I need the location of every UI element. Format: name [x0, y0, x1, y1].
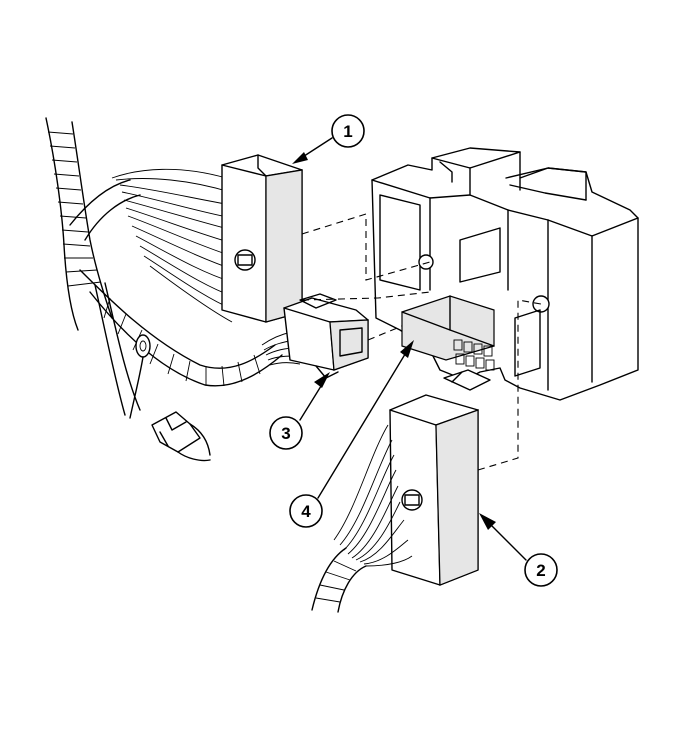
- connector-3: [283, 293, 369, 379]
- callout-1: 1: [331, 114, 365, 148]
- callout-2: 2: [524, 553, 558, 587]
- svg-text:2: 2: [536, 561, 545, 580]
- junction-block: [371, 147, 639, 401]
- svg-text:3: 3: [281, 424, 290, 443]
- callout-3: 3: [269, 416, 303, 450]
- connector-1: [221, 154, 303, 323]
- connector-2: [311, 394, 479, 613]
- callout-leaders: [292, 137, 527, 561]
- harness-clip: [151, 411, 211, 462]
- alignment-lines: [301, 213, 542, 471]
- svg-text:4: 4: [301, 502, 311, 521]
- svg-text:1: 1: [343, 122, 352, 141]
- callout-4: 4: [289, 494, 323, 528]
